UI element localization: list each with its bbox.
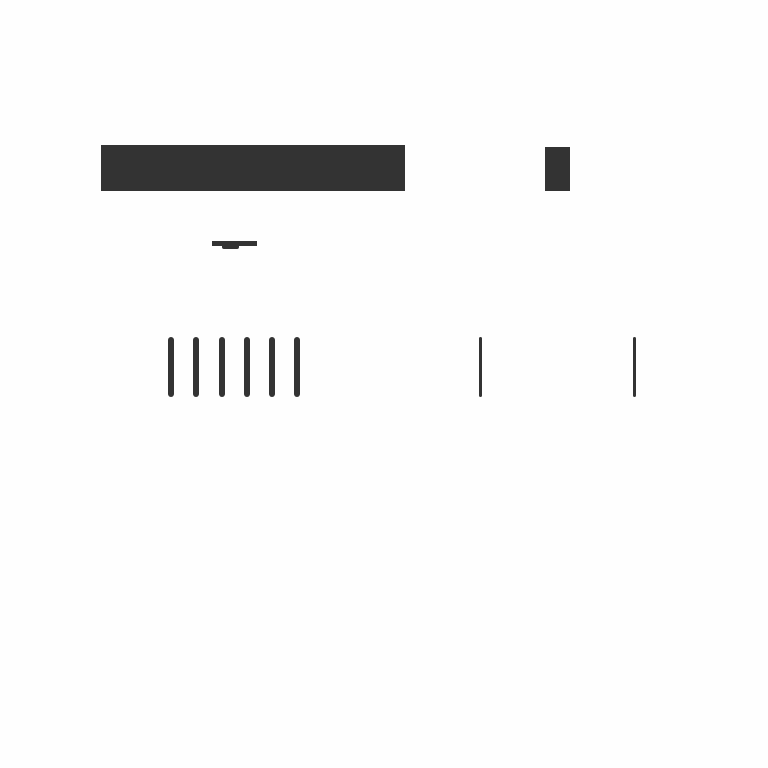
underline-mark-tab xyxy=(222,245,239,249)
vertical-bar xyxy=(193,337,199,397)
underline-mark xyxy=(212,241,257,246)
small-block xyxy=(545,147,570,191)
vertical-bar xyxy=(219,337,225,397)
thin-vertical-line xyxy=(633,337,636,397)
vertical-bar xyxy=(244,337,250,397)
vertical-bar xyxy=(294,337,300,397)
large-block xyxy=(101,145,405,191)
vertical-bar xyxy=(269,337,275,397)
thin-vertical-line xyxy=(479,337,482,397)
vertical-bar xyxy=(168,337,174,397)
